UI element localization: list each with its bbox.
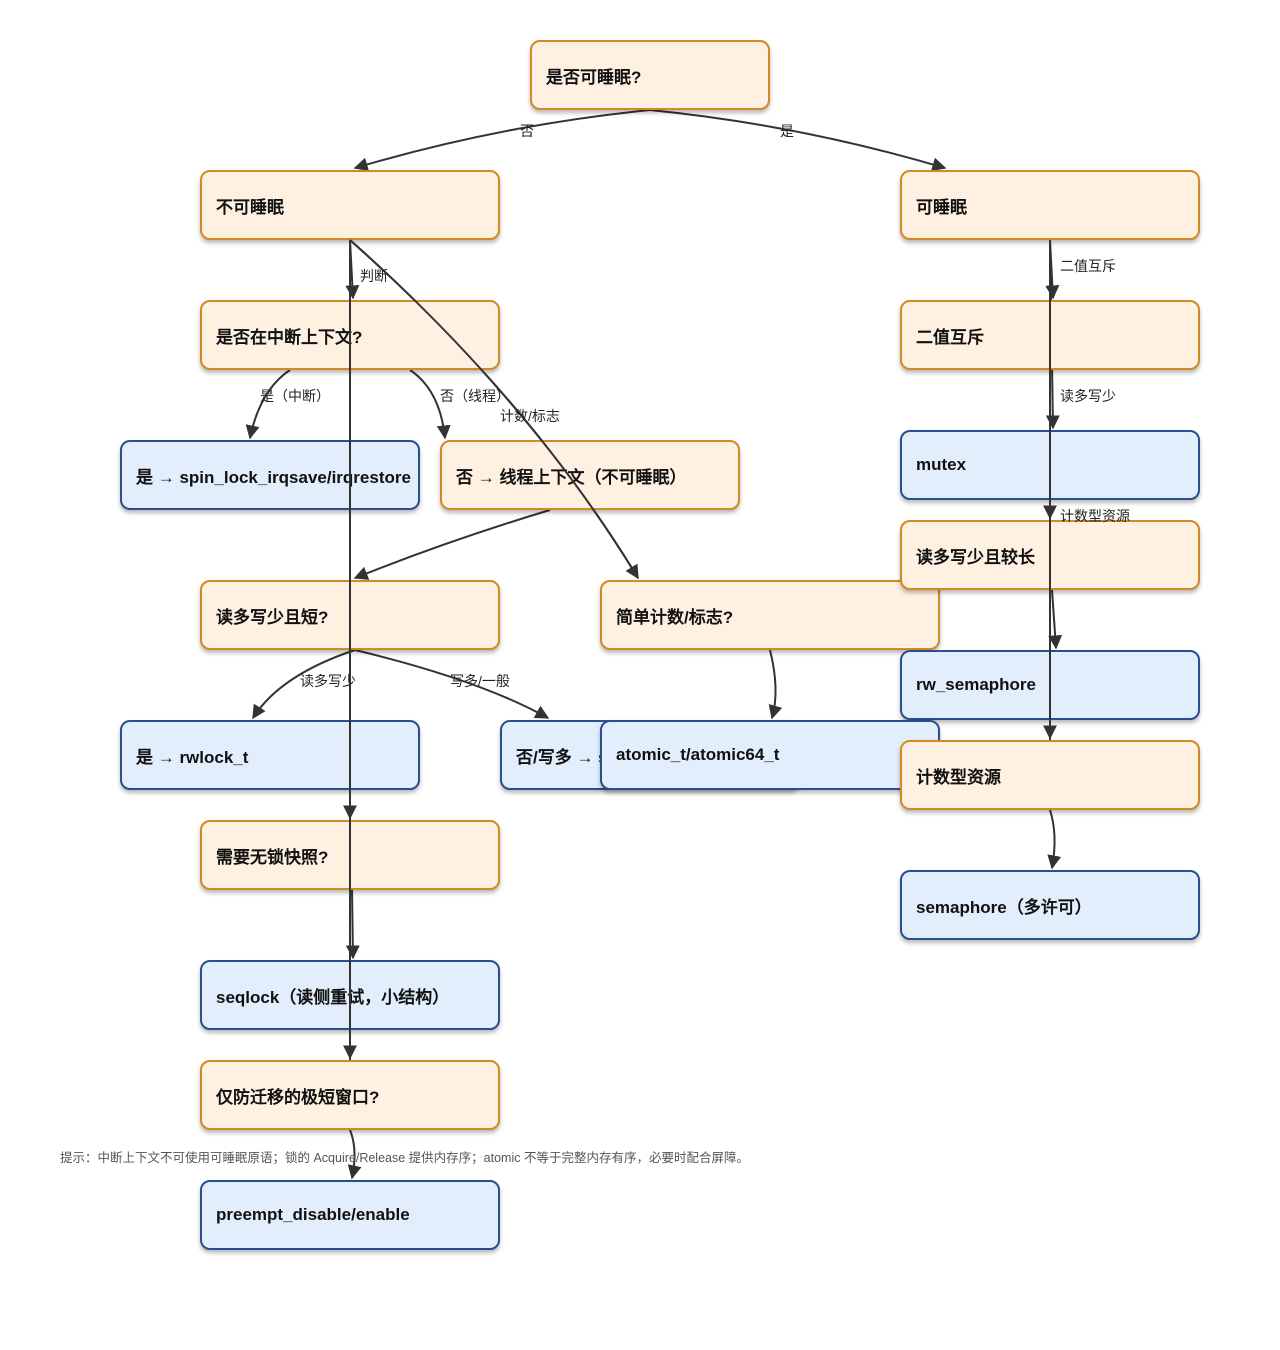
node-lockfree: 需要无锁快照? — [200, 820, 500, 890]
edge-label-read-more-left: 读多写少 — [300, 673, 356, 689]
node-migrate: 仅防迁移的极短窗口? — [200, 1060, 500, 1130]
node-can-sleep: 是否可睡眠? — [530, 40, 770, 110]
edge-migrate-preempt — [347, 1129, 362, 1180]
edge-root-no — [353, 109, 651, 172]
edge-label-no: 否 — [520, 123, 534, 139]
node-read-long: 读多写少且较长 — [900, 520, 1200, 590]
node-atomic: atomic_t/atomic64_t — [600, 720, 940, 790]
edge-long-spine-2 — [345, 889, 360, 960]
node-no-sleep: 不可睡眠 — [200, 170, 500, 240]
edge-res-semaphore — [1047, 809, 1062, 870]
edge-label-yes-irq: 是（中断） — [260, 388, 330, 404]
edge-irq-yes — [245, 369, 291, 440]
node-binary-mutex: 二值互斥 — [900, 300, 1200, 370]
node-semaphore: semaphore（多许可） — [900, 870, 1200, 940]
footnote: 提示：中断上下文不可使用可睡眠原语；锁的 Acquire/Release 提供内… — [60, 1151, 749, 1165]
node-in-irq: 是否在中断上下文? — [200, 300, 500, 370]
node-rwlock: 是 → rwlock_t — [120, 720, 420, 790]
edge-label-write-more: 写多/一般 — [450, 673, 510, 689]
edge-label-judge: 判断 — [360, 268, 388, 284]
node-simple-counter: 简单计数/标志? — [600, 580, 940, 650]
edge-label-counter-flag: 计数/标志 — [500, 408, 560, 424]
edge-short-read — [252, 649, 356, 720]
edge-label-no-thread: 否（线程） — [440, 388, 510, 404]
node-counting-res: 计数型资源 — [900, 740, 1200, 810]
edge-readlong-rwsem — [1048, 589, 1063, 650]
node-preempt: preempt_disable/enable — [200, 1180, 500, 1250]
edge-label-read-more-right: 读多写少 — [1060, 388, 1116, 404]
node-sleep: 可睡眠 — [900, 170, 1200, 240]
node-rw-semaphore: rw_semaphore — [900, 650, 1200, 720]
edge-counter-atomic — [768, 649, 783, 720]
edge-label-counting: 计数型资源 — [1060, 508, 1130, 524]
edge-short-write — [354, 649, 550, 719]
edge-label-yes: 是 — [780, 123, 794, 139]
node-seqlock: seqlock（读侧重试，小结构） — [200, 960, 500, 1030]
node-thread-ctx: 否 → 线程上下文（不可睡眠） — [440, 440, 740, 510]
node-spin-irqsave: 是 → spin_lock_irqsave/irqrestore — [120, 440, 420, 510]
node-read-short: 读多写少且短? — [200, 580, 500, 650]
edge-thread-to-short — [353, 509, 551, 580]
edge-label-binary: 二值互斥 — [1060, 258, 1116, 274]
edge-root-yes — [649, 109, 947, 172]
node-mutex: mutex — [900, 430, 1200, 500]
